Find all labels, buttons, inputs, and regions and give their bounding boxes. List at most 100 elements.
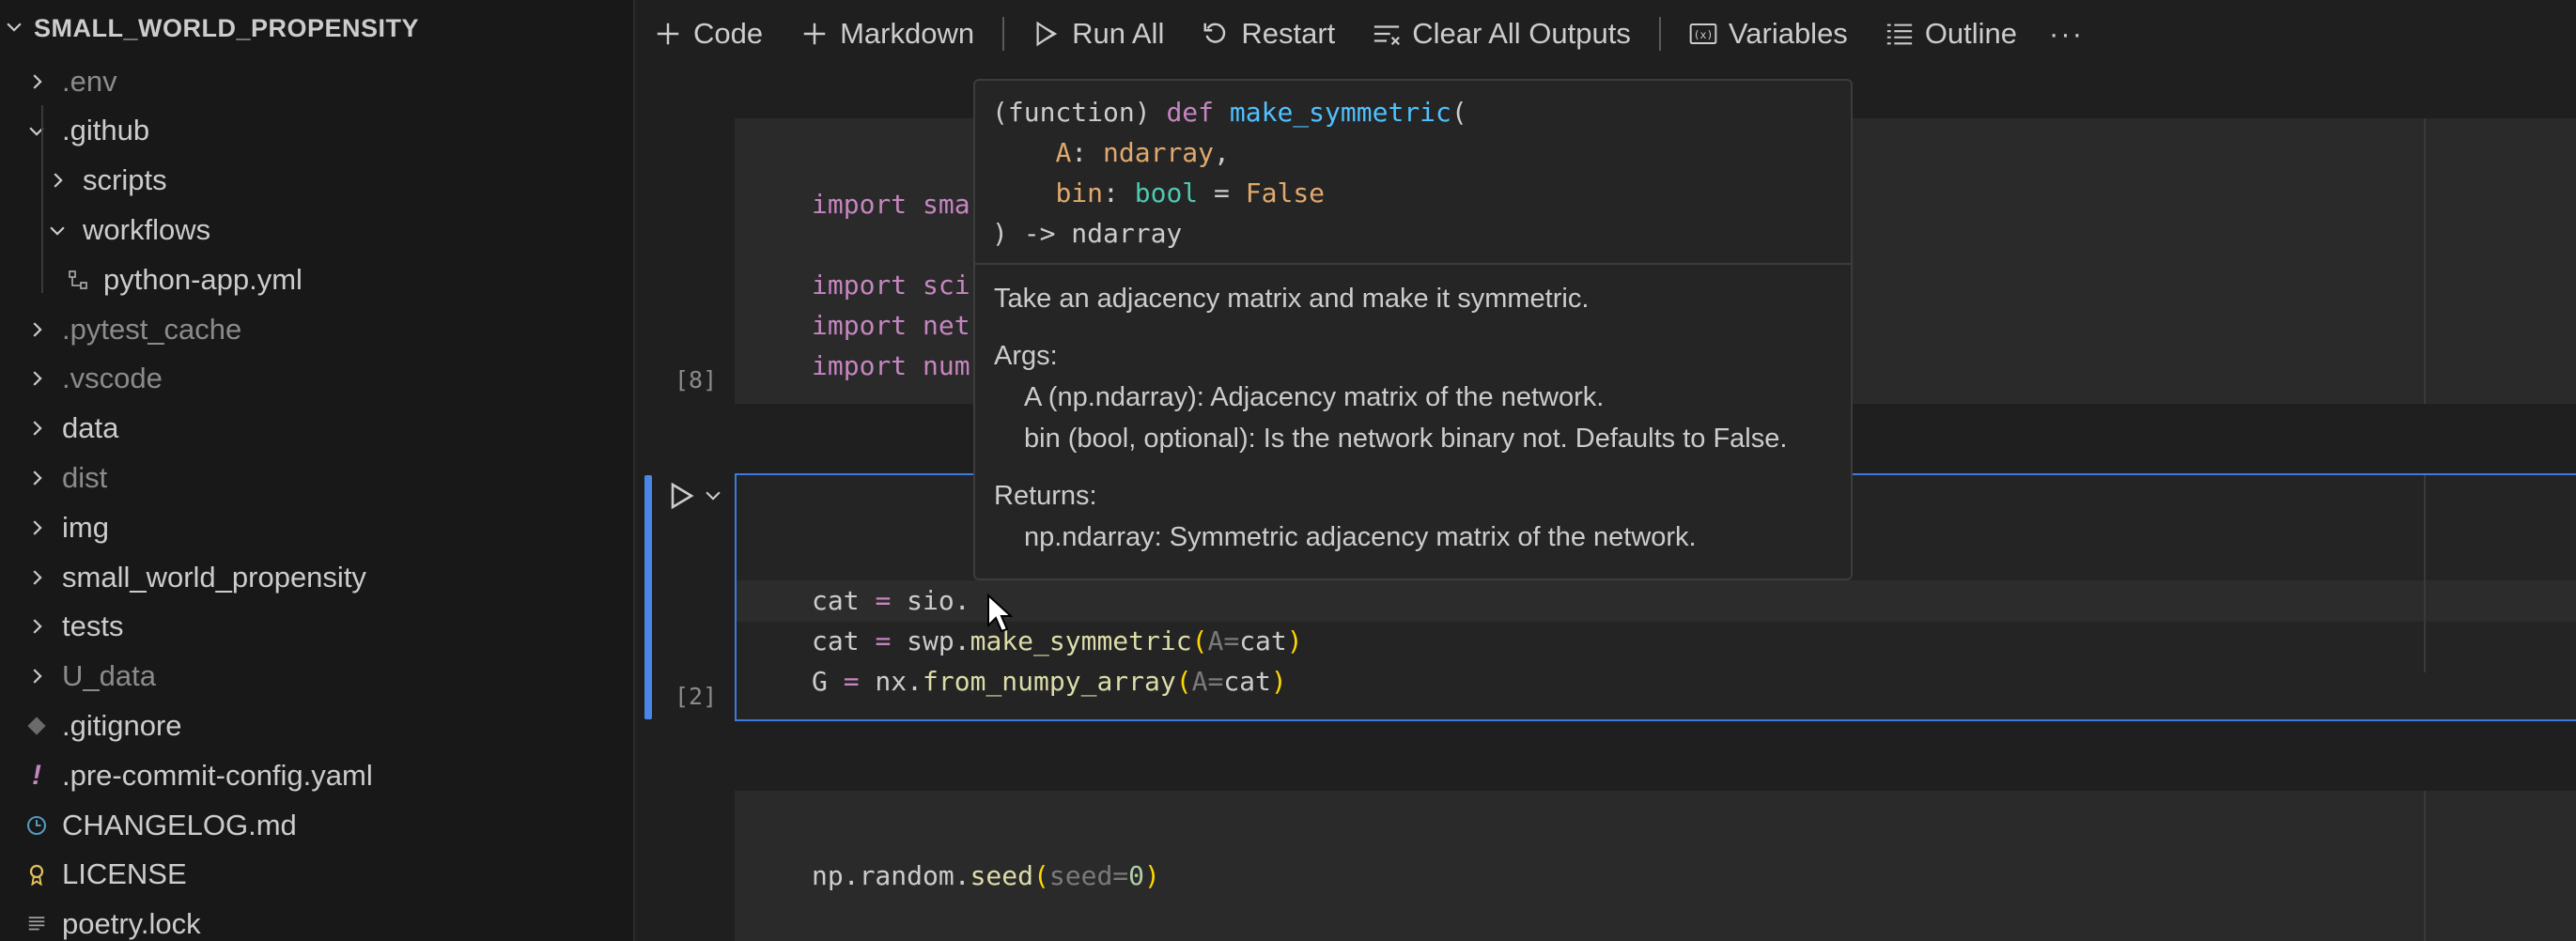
play-icon [671, 482, 694, 510]
chevron-right-icon [23, 657, 51, 695]
sig-token: : [1071, 137, 1104, 168]
clear-all-icon [1374, 25, 1401, 46]
add-markdown-label: Markdown [840, 17, 975, 50]
explorer-item[interactable]: .vscode [0, 354, 633, 404]
chevron-right-icon [23, 409, 51, 447]
explorer-root[interactable]: SMALL_WORLD_PROPENSITY [0, 0, 633, 56]
explorer-item-label: LICENSE [62, 857, 187, 891]
run-options-button[interactable] [703, 485, 725, 513]
chevron-right-icon [23, 311, 51, 348]
docstring: Take an adjacency matrix and make it sym… [975, 265, 1851, 578]
variables-label: Variables [1728, 17, 1848, 50]
restart-icon [1203, 23, 1226, 43]
explorer-item-label: workflows [83, 212, 211, 246]
code-line: import num [812, 350, 970, 381]
explorer-item-label: tests [62, 609, 124, 643]
clear-all-outputs-label: Clear All Outputs [1412, 17, 1631, 50]
code-token: cat [812, 585, 876, 616]
code-line: np.random.seed(seed=0) [812, 860, 1160, 891]
sig-token: make_symmetric [1229, 97, 1451, 128]
explorer-item[interactable]: .github [0, 106, 633, 156]
explorer-item[interactable]: .pytest_cache [0, 304, 633, 354]
doc-arg: bin (bool, optional): Is the network bin… [1024, 424, 1788, 454]
cell-2-code[interactable]: cat = sio. cat = swp.make_symmetric(A=ca… [812, 540, 1303, 702]
outline-button[interactable]: Outline [1885, 17, 2017, 51]
exclamation-icon: ! [32, 759, 41, 791]
code-token: ) [1144, 860, 1160, 891]
run-cell-button[interactable] [665, 481, 697, 517]
code-token: cat [1239, 625, 1287, 656]
add-code-button[interactable]: Code [654, 17, 763, 51]
explorer-item-label: .env [62, 64, 117, 98]
explorer-item[interactable]: !.pre-commit-config.yaml [0, 750, 633, 800]
code-token: nx. [859, 666, 923, 697]
sig-token: : [1103, 177, 1135, 208]
cell-3-code[interactable]: np.random.seed(seed=0) [812, 815, 1160, 896]
toolbar-divider [1658, 17, 1661, 51]
explorer-item[interactable]: dist [0, 453, 633, 502]
explorer-item[interactable]: .gitignore [0, 701, 633, 750]
toolbar-divider [1002, 17, 1005, 51]
more-actions-button[interactable]: ··· [2049, 17, 2084, 51]
code-token: ( [1033, 860, 1049, 891]
explorer-item[interactable]: tests [0, 602, 633, 652]
explorer-item[interactable]: U_data [0, 652, 633, 702]
code-token: cat [1223, 666, 1271, 697]
sig-token [992, 137, 1055, 168]
variables-icon: (x) [1689, 23, 1717, 44]
code-token: G [812, 666, 844, 697]
chevron-down-icon [4, 14, 26, 43]
outline-label: Outline [1924, 17, 2018, 50]
cell-1-right-gutter [2424, 118, 2426, 404]
clear-all-outputs-button[interactable]: Clear All Outputs [1373, 17, 1631, 51]
code-token: import num [812, 350, 970, 381]
explorer-item[interactable]: .env [0, 56, 633, 106]
explorer-item-label: dist [62, 460, 108, 494]
run-all-button[interactable]: Run All [1032, 17, 1164, 51]
explorer-item-label: python-app.yml [103, 262, 303, 296]
doc-arg: A (np.ndarray): Adjacency matrix of the … [1024, 382, 1605, 412]
code-token: ) [1286, 625, 1303, 656]
sig-token: bin [1055, 177, 1104, 208]
explorer-item-label: data [62, 411, 119, 445]
variables-button[interactable]: (x) Variables [1689, 17, 1848, 51]
explorer-item[interactable]: CHANGELOG.md [0, 800, 633, 850]
cell-2-focus-bar [644, 475, 652, 719]
cell-1-execution-count: [8] [675, 366, 718, 393]
explorer-item[interactable]: small_world_propensity [0, 552, 633, 602]
code-token: cat [812, 625, 876, 656]
explorer-item[interactable]: LICENSE [0, 850, 633, 900]
cell-3-right-gutter [2424, 791, 2426, 941]
explorer-item-label: small_world_propensity [62, 560, 366, 594]
restart-button[interactable]: Restart [1202, 17, 1335, 51]
code-cell-3[interactable] [735, 791, 2576, 941]
code-token: = [875, 585, 892, 616]
explorer-root-label: SMALL_WORLD_PROPENSITY [34, 13, 420, 42]
doc-summary: Take an adjacency matrix and make it sym… [994, 284, 1590, 314]
code-token: A= [1191, 666, 1224, 697]
run-all-label: Run All [1072, 17, 1165, 50]
restart-label: Restart [1241, 17, 1336, 50]
explorer-item[interactable]: python-app.yml [0, 255, 633, 304]
code-token: ) [1270, 666, 1287, 697]
explorer-item-label: scripts [83, 163, 167, 197]
chevron-right-icon [43, 162, 71, 199]
explorer-item-label: .vscode [62, 362, 163, 395]
code-token: seed= [1048, 860, 1129, 891]
code-token: import net [812, 310, 970, 341]
explorer-item[interactable]: img [0, 502, 633, 552]
explorer-item[interactable]: scripts [0, 156, 633, 206]
cell-1-code[interactable]: import sma import sci import net import … [812, 144, 970, 386]
code-token: ( [1191, 625, 1208, 656]
explorer-item[interactable]: data [0, 404, 633, 454]
explorer-item-label: .github [62, 114, 150, 147]
explorer-item[interactable]: workflows [0, 205, 633, 255]
current-line-highlight [737, 580, 2576, 622]
sig-token: bool [1134, 177, 1199, 208]
notebook-toolbar: Code Markdown Run All Restart Clear All … [637, 0, 2576, 68]
explorer-item[interactable]: poetry.lock [0, 900, 633, 941]
sig-token: ) -> ndarray [992, 218, 1183, 249]
code-line: import sci [812, 270, 970, 301]
add-markdown-button[interactable]: Markdown [800, 17, 974, 51]
explorer-item-label: .gitignore [62, 708, 182, 742]
